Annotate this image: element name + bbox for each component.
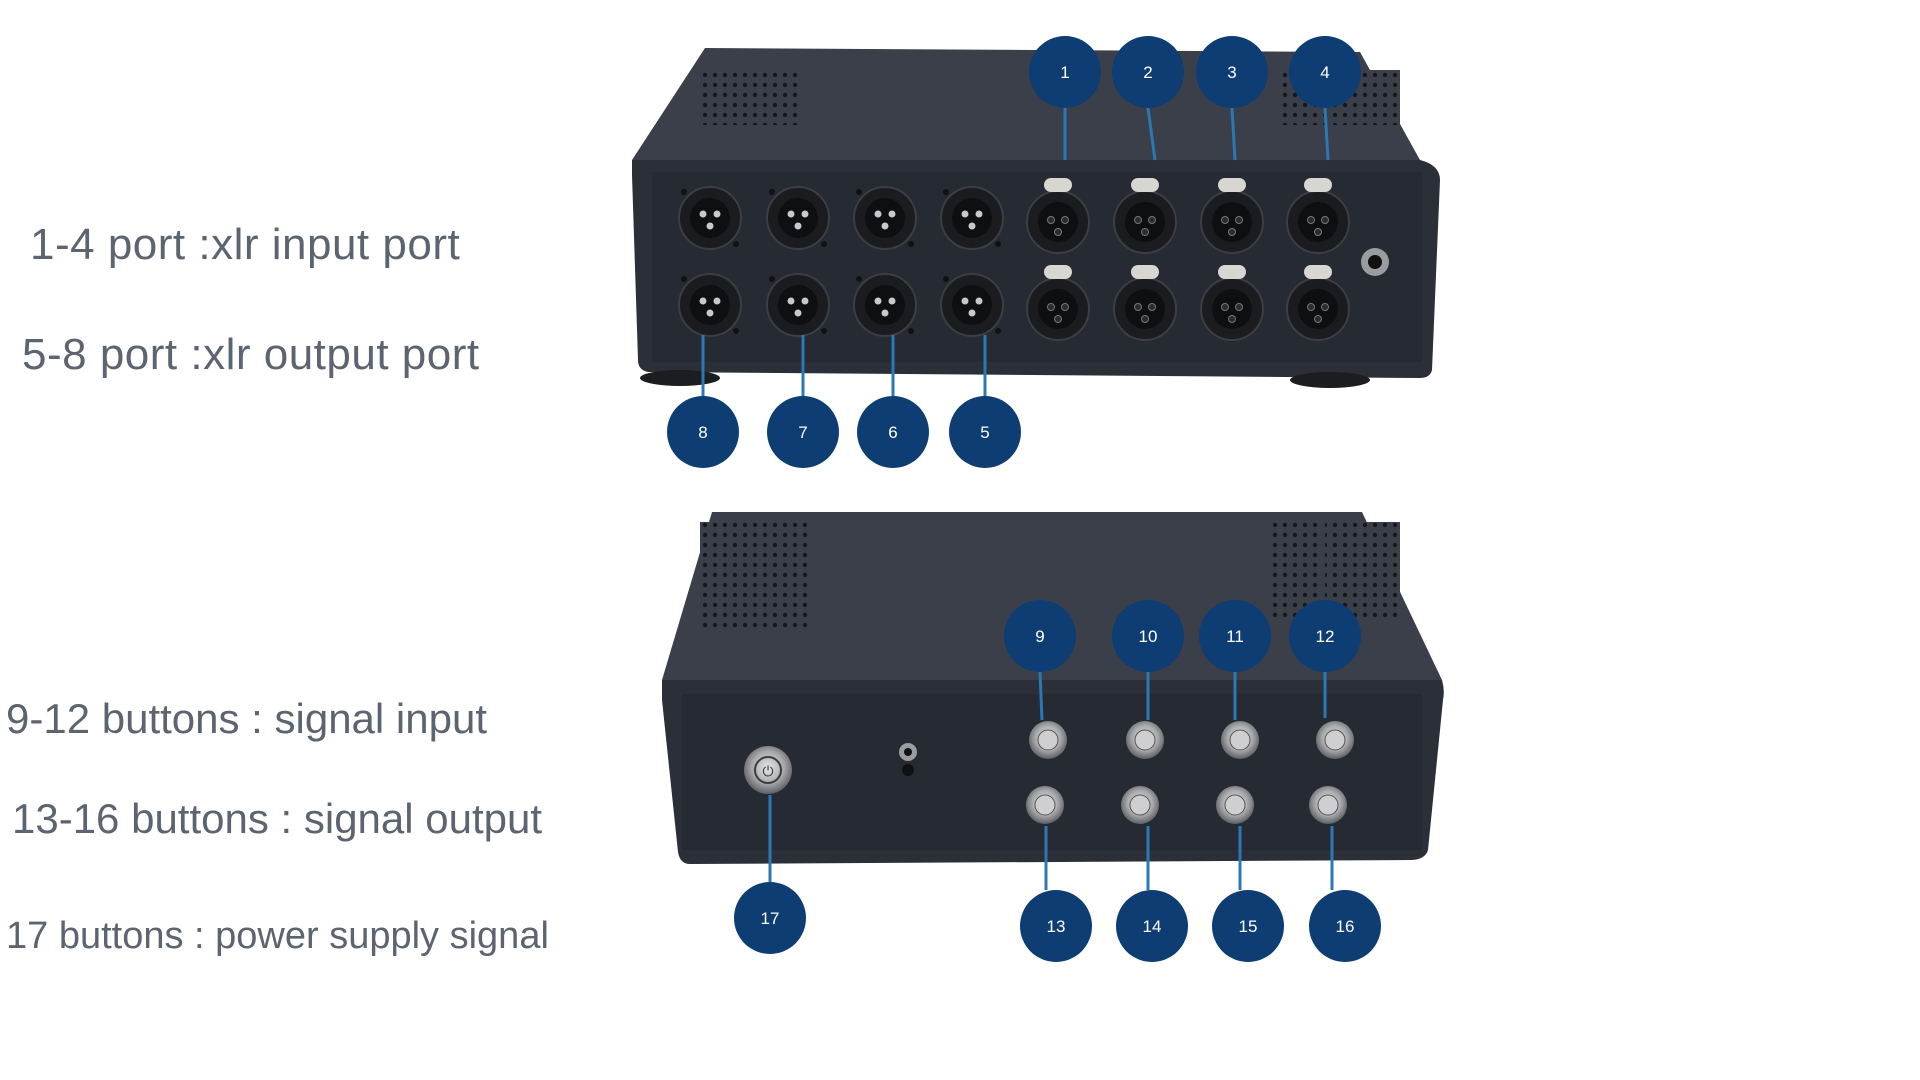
power-icon: ⏻ [762,764,773,780]
audio-jack [899,743,917,776]
svg-text:4: 4 [1320,63,1329,82]
push-buttons [1026,721,1354,824]
xlr-male-connectors [678,186,1004,337]
svg-text:16: 16 [1336,917,1355,936]
callout-3: 3 [1196,36,1268,108]
callout-15: 15 [1212,890,1284,962]
xlr-male-port [853,186,917,250]
xlr-male-port [766,186,830,250]
vent-grille [740,70,800,125]
xlr-male-port [940,273,1004,337]
callout-12: 12 [1289,600,1361,672]
xlr-female-port [1200,178,1264,254]
leader-line [1146,107,1157,161]
svg-text:10: 10 [1139,627,1158,646]
latch-tab [1218,178,1246,192]
callout-11: 11 [1199,600,1271,672]
signal-input-button [1126,721,1164,759]
callout-13: 13 [1020,890,1092,962]
xlr-female-connectors [1026,178,1350,341]
latch-tab [1131,265,1159,279]
callout-8: 8 [667,396,739,468]
latch-tab [1044,178,1072,192]
svg-text:17: 17 [761,909,780,928]
leader-line [1038,671,1044,721]
xlr-male-port [940,186,1004,250]
xlr-female-port [1026,178,1090,254]
svg-text:11: 11 [1226,627,1244,646]
legend-power-button: 17 buttons : power supply signal [6,915,549,957]
xlr-female-port [1286,178,1350,254]
device-front-panel: ⏻ [662,512,1444,864]
vent-grille [700,522,755,632]
legend-signal-output-buttons: 13-16 buttons : signal output [12,795,543,842]
dc-power-jack [1361,248,1389,276]
svg-text:13: 13 [1047,917,1066,936]
xlr-female-port [1113,265,1177,341]
leader-line [1230,107,1237,161]
xlr-female-port [1113,178,1177,254]
svg-text:2: 2 [1143,63,1152,82]
svg-text:1: 1 [1060,63,1069,82]
callout-10: 10 [1112,600,1184,672]
callout-17: 17 [734,882,806,954]
signal-input-button [1029,721,1067,759]
svg-text:3: 3 [1227,63,1236,82]
power-button: ⏻ [744,746,792,794]
callout-2: 2 [1112,36,1184,108]
callout-1: 1 [1029,36,1101,108]
xlr-male-port [678,273,742,337]
svg-text:9: 9 [1035,627,1044,646]
xlr-male-port [678,186,742,250]
xlr-female-port [1026,265,1090,341]
svg-text:6: 6 [888,423,897,442]
latch-tab [1044,265,1072,279]
xlr-female-port [1200,265,1264,341]
legend-xlr-output: 5-8 port :xlr output port [22,330,480,379]
svg-text:8: 8 [698,423,707,442]
callout-5: 5 [949,396,1021,468]
xlr-female-port [1286,265,1350,341]
latch-tab [1218,265,1246,279]
callout-9: 9 [1004,600,1076,672]
svg-text:12: 12 [1316,627,1335,646]
signal-output-button [1216,786,1254,824]
callout-16: 16 [1309,890,1381,962]
signal-input-button [1316,721,1354,759]
legend-xlr-input: 1-4 port :xlr input port [30,220,461,269]
xlr-male-port [766,273,830,337]
callout-7: 7 [767,396,839,468]
latch-tab [1304,265,1332,279]
signal-output-button [1026,786,1064,824]
callout-leaders [701,107,1334,890]
svg-text:15: 15 [1239,917,1258,936]
xlr-male-port [853,273,917,337]
legend-signal-input-buttons: 9-12 buttons : signal input [6,695,487,742]
signal-output-button [1309,786,1347,824]
svg-text:14: 14 [1143,917,1162,936]
signal-output-button [1121,786,1159,824]
callout-14: 14 [1116,890,1188,962]
latch-tab [1304,178,1332,192]
signal-input-button [1221,721,1259,759]
callout-4: 4 [1289,36,1361,108]
svg-text:7: 7 [798,423,807,442]
vent-grille [755,522,810,632]
leader-line [1323,107,1330,161]
svg-text:5: 5 [980,423,989,442]
latch-tab [1131,178,1159,192]
callout-6: 6 [857,396,929,468]
